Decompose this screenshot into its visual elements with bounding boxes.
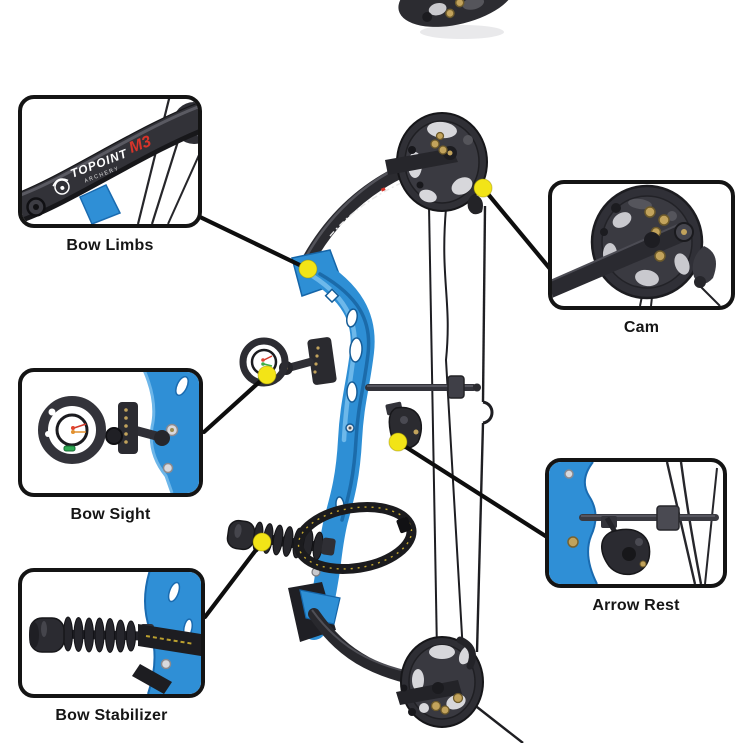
callout-bow-stabilizer: Bow Stabilizer	[18, 568, 205, 725]
bull-logo	[52, 178, 70, 195]
callout-frame	[18, 368, 203, 497]
bottom-cam	[396, 636, 484, 728]
callout-bow-sight: Bow Sight	[18, 368, 203, 524]
callout-label-bow-limbs: Bow Limbs	[66, 237, 154, 254]
hotspot-bow-stabilizer[interactable]	[252, 532, 272, 552]
bow-strings	[428, 205, 524, 743]
connector-bow-limbs	[197, 214, 311, 272]
hotspot-bow-limbs[interactable]	[298, 259, 318, 279]
top-edge-cam-fragment	[398, 0, 516, 39]
hotspot-arrow-rest[interactable]	[388, 432, 408, 452]
hotspot-bow-sight[interactable]	[257, 365, 277, 385]
wrist-sling	[293, 502, 417, 574]
callout-frame: TOPOINT ARCHERY M3	[18, 95, 202, 228]
connector-cam	[480, 185, 554, 273]
bow-limbs-photo: TOPOINT ARCHERY M3	[22, 99, 198, 224]
connector-bow-sight	[201, 372, 270, 435]
bow-stabilizer-photo	[29, 572, 201, 694]
hotspot-cam[interactable]	[473, 178, 493, 198]
connector-arrow-rest	[395, 439, 550, 540]
callout-label-bow-stabilizer: Bow Stabilizer	[55, 707, 168, 724]
connector-lines	[197, 185, 554, 620]
top-cam	[385, 112, 488, 215]
cable-rod	[365, 375, 481, 399]
hotspot-markers	[252, 178, 493, 552]
d-loop	[482, 400, 494, 425]
callout-label-arrow-rest: Arrow Rest	[592, 597, 680, 614]
cam-photo	[552, 184, 721, 306]
callout-frame	[548, 180, 735, 310]
arrow-rest-photo	[549, 462, 719, 584]
callout-arrow-rest: Arrow Rest	[545, 458, 727, 615]
callout-label-bow-sight: Bow Sight	[70, 506, 151, 523]
brand-model-text: M3	[127, 133, 154, 157]
sight-assembly	[239, 337, 337, 387]
compound-bow-illustration	[226, 112, 524, 743]
bow-sight-photo	[38, 372, 199, 493]
callout-frame	[545, 458, 727, 588]
callout-bow-limbs: TOPOINT ARCHERY M3 Bow Limbs	[18, 95, 202, 255]
front-stabilizer	[226, 519, 336, 561]
callout-label-cam: Cam	[623, 319, 660, 336]
callout-cam: Cam	[548, 180, 735, 337]
connector-bow-stabilizer	[202, 539, 265, 620]
callout-frame	[18, 568, 205, 698]
riser	[288, 249, 375, 642]
